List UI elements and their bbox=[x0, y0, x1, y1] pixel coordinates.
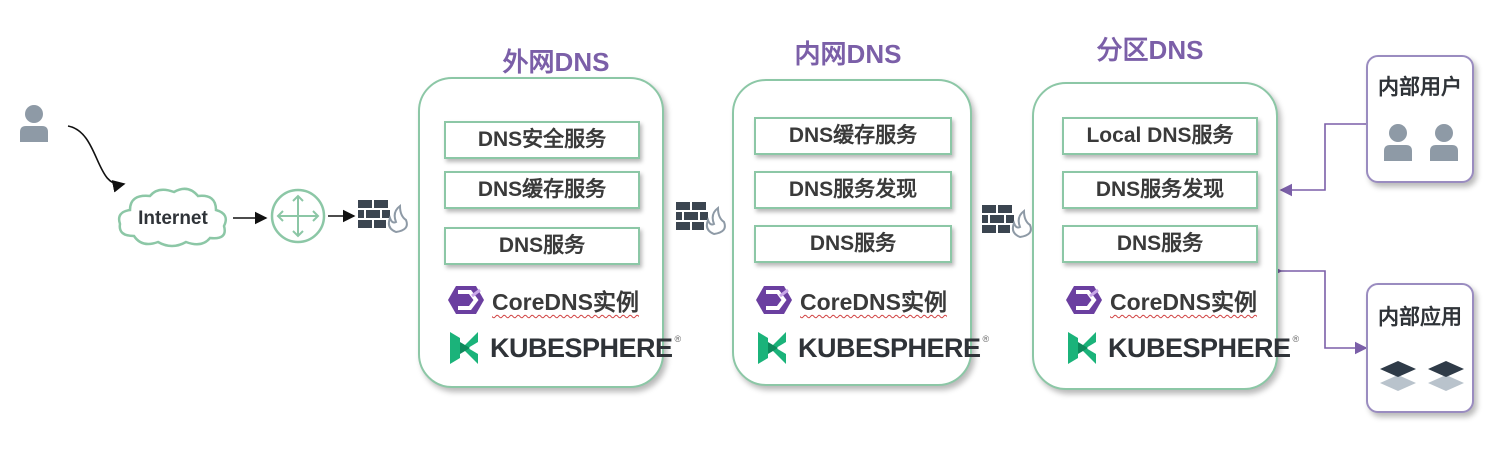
service-box: DNS服务发现 bbox=[754, 171, 952, 209]
service-box: DNS缓存服务 bbox=[754, 117, 952, 155]
user-icon bbox=[1384, 124, 1412, 161]
kubesphere-row: KUBESPHERE ® bbox=[1064, 328, 1299, 368]
user-to-internet-arrow bbox=[67, 125, 126, 193]
users-link-arrow bbox=[1279, 123, 1366, 197]
user-icon bbox=[1430, 124, 1458, 161]
service-box: Local DNS服务 bbox=[1062, 117, 1258, 155]
service-box: DNS缓存服务 bbox=[444, 171, 640, 209]
internet-label: Internet bbox=[138, 208, 208, 229]
kubesphere-logo-icon bbox=[1068, 332, 1096, 364]
coredns-logo-icon bbox=[756, 286, 792, 314]
firewall-icon bbox=[676, 202, 726, 236]
kubesphere-label: KUBESPHERE bbox=[798, 332, 981, 363]
kubesphere-row: KUBESPHERE ® bbox=[754, 328, 989, 368]
zone-title-external: 外网DNS bbox=[502, 47, 610, 77]
zone-title-internal: 内网DNS bbox=[794, 39, 902, 69]
coredns-label: CoreDNS实例 bbox=[1110, 289, 1257, 315]
firewall-icon bbox=[358, 200, 408, 234]
firewall-icon bbox=[982, 205, 1032, 239]
kubesphere-row: KUBESPHERE ® bbox=[446, 328, 681, 368]
stack-layer-icon bbox=[1380, 361, 1416, 391]
service-box: DNS服务发现 bbox=[1062, 171, 1258, 209]
zone-title-partition: 分区DNS bbox=[1096, 35, 1204, 65]
kubesphere-label: KUBESPHERE bbox=[1108, 332, 1291, 363]
router-icon bbox=[270, 188, 326, 244]
registered-mark: ® bbox=[1292, 334, 1300, 344]
coredns-row: CoreDNS实例 bbox=[754, 280, 947, 320]
coredns-label: CoreDNS实例 bbox=[492, 289, 639, 315]
internal-users-title: 内部用户 bbox=[1378, 76, 1462, 99]
cloud-icon bbox=[117, 187, 227, 248]
coredns-logo-icon bbox=[448, 286, 484, 314]
coredns-row: CoreDNS实例 bbox=[1064, 280, 1257, 320]
service-box: DNS服务 bbox=[444, 227, 640, 265]
service-box: DNS服务 bbox=[754, 225, 952, 263]
service-box: DNS安全服务 bbox=[444, 121, 640, 159]
kubesphere-label: KUBESPHERE bbox=[490, 332, 673, 363]
coredns-logo-icon bbox=[1066, 286, 1102, 314]
internal-apps-box: 内部应用 bbox=[1366, 283, 1474, 413]
coredns-label: CoreDNS实例 bbox=[800, 289, 947, 315]
stack-layer-icon bbox=[1428, 361, 1464, 391]
coredns-row: CoreDNS实例 bbox=[446, 280, 639, 320]
service-box: DNS服务 bbox=[1062, 225, 1258, 263]
apps-link-arrow bbox=[1269, 264, 1368, 355]
registered-mark: ® bbox=[982, 334, 990, 344]
kubesphere-logo-icon bbox=[450, 332, 478, 364]
kubesphere-logo-icon bbox=[758, 332, 786, 364]
registered-mark: ® bbox=[674, 334, 682, 344]
internal-apps-title: 内部应用 bbox=[1378, 306, 1462, 329]
user-icon bbox=[20, 105, 48, 142]
internal-users-box: 内部用户 bbox=[1366, 55, 1474, 183]
